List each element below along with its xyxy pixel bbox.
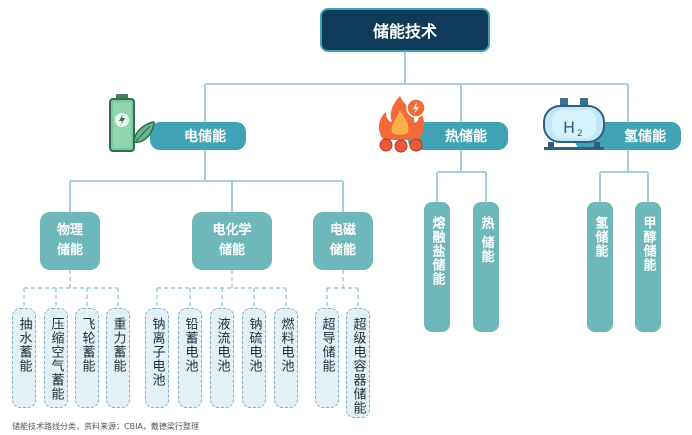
sub-label: 电化学 储能 <box>212 223 252 258</box>
category-label: 电储能 <box>184 129 226 145</box>
leaf-label: 液流电池 <box>214 317 230 373</box>
leaf-flywheel: 飞轮蓄能 <box>75 308 99 408</box>
category-electric-storage: 电储能 <box>150 122 246 150</box>
leaf-label: 重力蓄能 <box>110 317 126 373</box>
root-label: 储能技术 <box>372 22 437 41</box>
leaf-gravity: 重力蓄能 <box>106 308 130 408</box>
leaf-hydrogen: 氢储能 <box>587 202 613 332</box>
leaf-label: 飞轮蓄能 <box>79 317 95 373</box>
sub-electromagnetic-storage: 电磁 储能 <box>313 212 373 270</box>
leaf-superconducting: 超导储能 <box>315 308 339 408</box>
leaf-label: 燃料电池 <box>278 317 294 373</box>
leaf-flow-battery: 液流电池 <box>210 308 234 408</box>
leaf-label: 抽水蓄能 <box>16 317 32 373</box>
sub-label: 物理 储能 <box>56 223 83 258</box>
leaf-molten-salt: 熔融盐储能 <box>424 202 450 332</box>
leaf-label: 甲醇储能 <box>640 216 656 272</box>
leaf-fuel-cell: 燃料电池 <box>274 308 298 408</box>
leaf-label: 压缩空气蓄能 <box>48 317 64 401</box>
category-hydrogen-storage: 氢储能 <box>575 122 681 150</box>
leaf-label: 铅蓄电池 <box>182 317 198 373</box>
root-node: 储能技术 <box>320 8 490 52</box>
sub-electrochemical-storage: 电化学 储能 <box>192 212 272 270</box>
leaf-methanol: 甲醇储能 <box>635 202 661 332</box>
sub-physical-storage: 物理 储能 <box>40 212 100 270</box>
category-thermal-storage: 热储能 <box>408 122 508 150</box>
category-label: 氢储能 <box>624 129 666 145</box>
leaf-lead-acid: 铅蓄电池 <box>178 308 202 408</box>
leaf-supercapacitor: 超级电容器储能 <box>346 308 370 418</box>
leaf-label: 熔融盐储能 <box>429 216 445 286</box>
leaf-label: 超级电容器储能 <box>350 317 366 415</box>
leaf-heat: 热 储能 <box>473 202 499 332</box>
leaf-pumped-hydro: 抽水蓄能 <box>12 308 36 408</box>
source-footnote: 储能技术路线分类，资料来源：CBIA，戴德梁行整理 <box>12 422 199 431</box>
leaf-sodium-sulfur: 钠硫电池 <box>242 308 266 408</box>
leaf-label: 氢储能 <box>592 216 608 258</box>
hydrogen-tank-icon: H 2 <box>543 98 605 150</box>
svg-text:H: H <box>563 118 575 137</box>
leaf-compressed-air: 压缩空气蓄能 <box>44 308 68 408</box>
leaf-label: 热 储能 <box>478 216 494 264</box>
leaf-label: 钠硫电池 <box>246 317 262 373</box>
battery-leaf-icon <box>109 94 155 152</box>
leaf-label: 超导储能 <box>319 317 335 373</box>
svg-text:2: 2 <box>577 129 583 139</box>
sub-label: 电磁 储能 <box>329 223 356 258</box>
leaf-sodium-ion: 钠离子电池 <box>145 308 169 408</box>
fire-icon <box>378 96 426 153</box>
category-label: 热储能 <box>445 129 487 145</box>
leaf-label: 钠离子电池 <box>149 317 165 387</box>
